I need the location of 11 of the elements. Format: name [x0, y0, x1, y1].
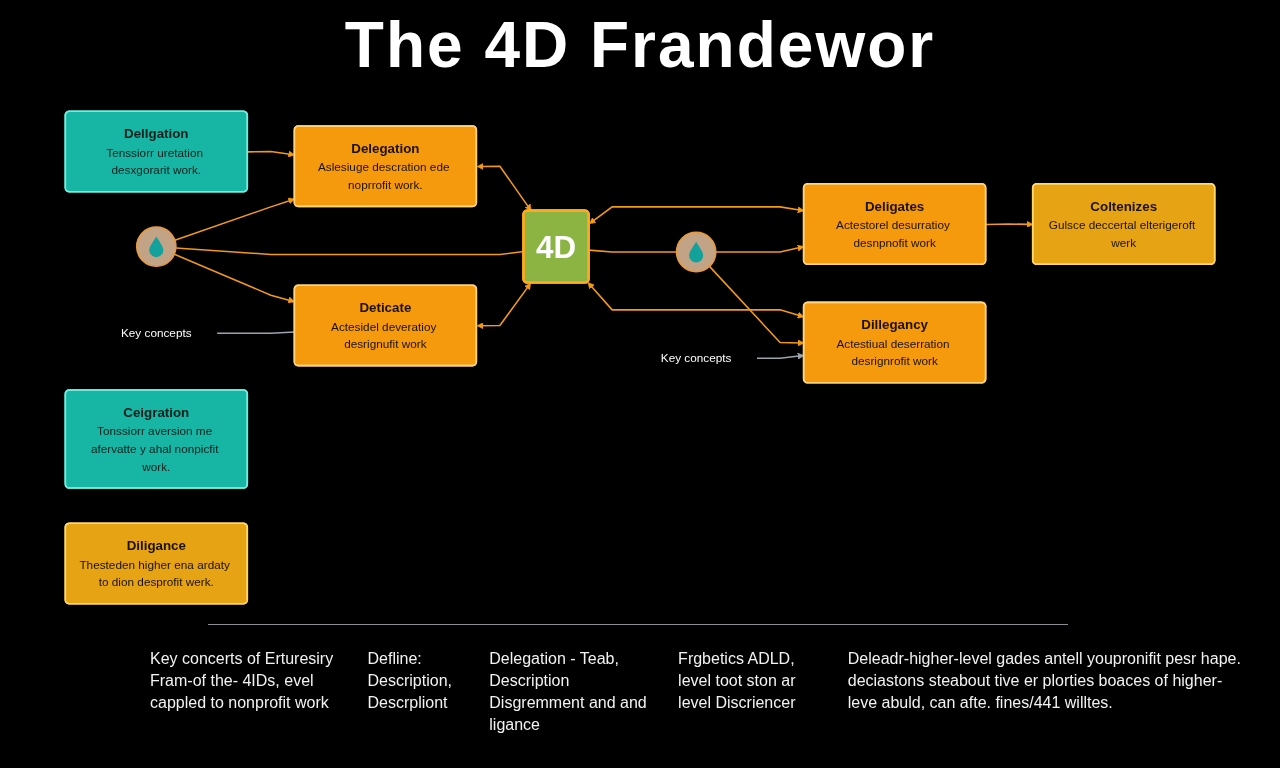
node-text: Key concepts	[660, 351, 732, 365]
note-text: Key concerts of Erturesiry Fram-of the- 4IDs, evel cappled to nonprofit work	[150, 649, 335, 713]
note-text: Deleadr-higher-level gades antell youpronifit pesr hape. deciastons steabout tive er plorties boaces of higher-leve abuld, can afte. fines/441 willtes.	[847, 649, 1242, 713]
node-text: Key concepts	[120, 326, 192, 340]
note-text: Defline: Description, Descrpliont	[367, 649, 453, 713]
note-text: Delegation - Teab, Description Disgremment and and ligance	[489, 649, 648, 735]
node-circle	[675, 231, 717, 273]
arrow	[476, 282, 532, 330]
node-circle	[135, 226, 177, 267]
diagram-title: The 4D Frandewor	[344, 9, 936, 81]
note-text: Frgbetics ADLD, level toot ston ar level Discriencer	[678, 649, 797, 713]
